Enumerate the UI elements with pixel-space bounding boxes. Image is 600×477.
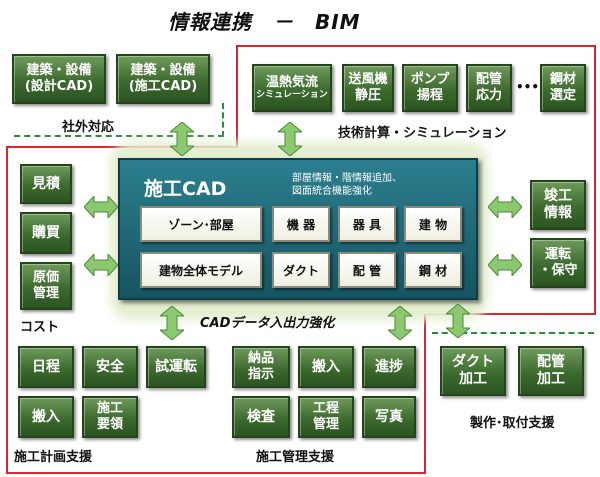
plan-schedule: 日程 <box>18 346 74 388</box>
mgmt-photo: 写真 <box>362 396 416 438</box>
double-arrow-icon <box>278 122 302 156</box>
cad-io-label: CADデータ入出力強化 <box>200 316 335 331</box>
plan-safety: 安全 <box>82 346 138 388</box>
double-arrow-icon <box>488 196 522 218</box>
external-dashline <box>14 135 224 137</box>
main-frame-right <box>424 313 426 474</box>
plan-commissioning: 試運転 <box>146 346 206 388</box>
pipe-fabrication: 配管 加工 <box>518 346 584 396</box>
double-arrow-icon <box>388 306 412 340</box>
main-frame <box>6 146 426 474</box>
double-arrow-icon <box>160 306 184 340</box>
tech-item-fan: 送風機 静圧 <box>342 64 394 112</box>
mgmt-label: 施工管理支援 <box>256 450 335 465</box>
mgmt-inspection: 検査 <box>232 396 290 438</box>
mgmt-delivery: 搬入 <box>298 346 354 388</box>
construction-cad-box: 建築・設備 (施工CAD) <box>116 54 210 104</box>
mgmt-delivery-instruction: 納品 指示 <box>232 346 290 388</box>
cad-element-duct: ダクト <box>272 252 330 288</box>
cad-element-fixture: 器 具 <box>338 206 396 242</box>
plan-label: 施工計画支援 <box>14 450 93 465</box>
double-arrow-icon <box>170 122 194 156</box>
duct-fabrication: ダクト 加工 <box>440 346 506 396</box>
cad-title: 施工CAD <box>144 178 227 200</box>
double-arrow-icon <box>84 196 118 218</box>
mgmt-process: 工程 管理 <box>298 396 354 438</box>
cad-element-whole-model: 建物全体モデル <box>140 252 262 288</box>
cad-element-pipe: 配 管 <box>338 252 396 288</box>
tech-item-steel-l1: 鋼材 <box>549 72 576 88</box>
tech-frame <box>236 45 596 175</box>
external-label: 社外対応 <box>62 120 115 135</box>
tech-item-steel-l2: 選定 <box>549 88 576 103</box>
cad-note: 部屋情報・階情報追加、 図面統合機能強化 <box>292 173 402 197</box>
tech-item-steel: 鋼材 選定 <box>540 64 586 112</box>
double-arrow-icon <box>446 304 470 338</box>
cad-element-steel: 鋼 材 <box>404 252 462 288</box>
tech-item-piping-l2: 応力 <box>475 88 502 103</box>
page-title: 情報連携 － BIM <box>168 10 361 34</box>
cost-purchase: 購買 <box>20 212 72 254</box>
external-dashline-v <box>222 103 224 137</box>
plan-delivery: 搬入 <box>18 396 74 438</box>
tech-ellipsis: ••• <box>516 80 540 94</box>
cost-estimate: 見積 <box>20 164 72 204</box>
plan-procedure: 施工 要領 <box>82 396 138 438</box>
main-frame-top <box>6 146 236 148</box>
cost-label: コスト <box>20 320 60 335</box>
tech-item-airflow-l2: シミュレーション <box>256 90 328 101</box>
double-arrow-icon <box>488 254 522 276</box>
tech-item-airflow: 温熱気流 シミュレーション <box>252 64 332 112</box>
tech-item-piping: 配管 応力 <box>466 64 512 112</box>
cad-element-zone: ゾーン･部屋 <box>140 206 262 242</box>
tech-item-piping-l1: 配管 <box>475 72 502 88</box>
tech-item-pump-l1: ポンプ <box>410 72 450 88</box>
fab-dashline <box>432 332 594 334</box>
tech-item-fan-l2: 静圧 <box>354 88 381 103</box>
tech-item-pump-l2: 揚程 <box>416 88 443 103</box>
cad-element-building: 建 物 <box>404 206 462 242</box>
tech-item-pump: ポンプ 揚程 <box>402 64 458 112</box>
right-frame <box>426 175 596 315</box>
fab-label: 製作･取付支援 <box>470 416 555 431</box>
operation-maintenance: 運転 ・保守 <box>530 238 586 288</box>
mgmt-progress: 進捗 <box>362 346 416 388</box>
tech-item-airflow-l1: 温熱気流 <box>265 74 318 90</box>
tech-label: 技術計算・シミュレーション <box>338 126 507 141</box>
tech-item-fan-l1: 送風機 <box>348 72 388 88</box>
design-cad-box: 建築・設備 (設計CAD) <box>12 54 106 104</box>
cost-management: 原価 管理 <box>20 262 72 310</box>
double-arrow-icon <box>84 254 118 276</box>
completion-info: 竣工 情報 <box>530 180 586 230</box>
cad-element-equipment: 機 器 <box>272 206 330 242</box>
